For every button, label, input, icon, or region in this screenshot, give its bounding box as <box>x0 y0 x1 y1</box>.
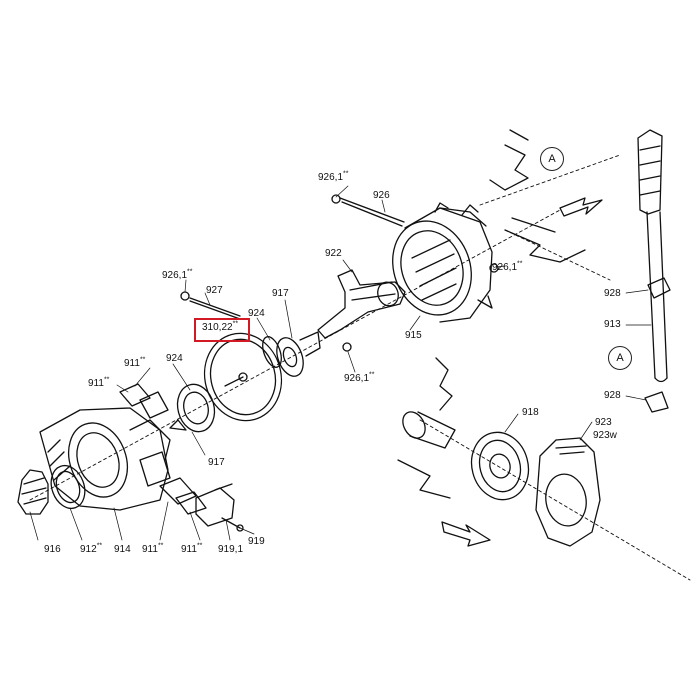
callout-911-a: 911** <box>124 356 146 369</box>
part-913-handle <box>637 129 668 383</box>
part-926-1-nut-bottom <box>342 342 352 352</box>
broken-hose-bottom <box>397 357 456 499</box>
part-927-bolt <box>180 291 241 320</box>
callout-916: 916 <box>44 544 61 555</box>
callout-highlight-box <box>194 318 250 342</box>
callout-928-bottom: 928 <box>604 390 621 401</box>
part-926-1-nut-right <box>489 263 499 273</box>
callout-926-1-bottom: 926,1** <box>344 371 375 384</box>
part-926-bolt <box>331 194 405 227</box>
callout-919-1: 919,1 <box>218 544 244 555</box>
callout-928-top: 928 <box>604 288 621 299</box>
part-922-lever <box>317 269 406 339</box>
part-924-917-plate-mid <box>169 383 216 433</box>
callout-917-top: 917 <box>272 288 289 299</box>
part-919-fitting <box>195 483 244 532</box>
callout-926-1-left: 926,1** <box>162 268 193 281</box>
part-918-wheel <box>470 431 530 501</box>
callout-911-b: 911** <box>88 376 110 389</box>
part-923-nameplate <box>535 437 601 547</box>
part-911-gaskets <box>119 383 207 515</box>
callout-913: 913 <box>604 319 621 330</box>
callout-918: 918 <box>522 407 539 418</box>
callout-310-22: 310,22** <box>202 320 239 333</box>
callout-926-1-right: 926,1** <box>492 260 523 273</box>
flow-arrow-top <box>559 197 603 217</box>
callout-911-c: 911** <box>142 542 164 555</box>
callout-911-d: 911** <box>181 542 203 555</box>
callout-927: 927 <box>206 285 223 296</box>
callout-912: 912** <box>80 542 103 555</box>
callout-919: 919 <box>248 536 265 547</box>
callout-923: 923 <box>595 417 612 428</box>
callout-924-mid: 924 <box>166 353 183 364</box>
callout-926: 926 <box>373 190 390 201</box>
leader-lines <box>29 185 652 541</box>
part-928-clip-bottom <box>644 391 669 413</box>
part-914-housing <box>39 407 171 511</box>
callout-924-top: 924 <box>248 308 265 319</box>
part-912-ring <box>50 464 86 510</box>
callout-917-bottom: 917 <box>208 457 225 468</box>
callout-922: 922 <box>325 248 342 259</box>
part-915-casing <box>392 202 493 323</box>
flow-arrow-bottom <box>441 521 491 547</box>
callout-923w: 923w <box>593 430 617 441</box>
part-928-clip-top <box>647 277 671 299</box>
reference-a-top: A <box>540 147 564 171</box>
part-916-cap <box>17 469 49 515</box>
broken-hose-top <box>489 129 586 263</box>
callout-926-1-top: 926,1** <box>318 170 349 183</box>
part-917-valve-top <box>276 331 321 377</box>
reference-a-mid: A <box>608 346 632 370</box>
part-924-diaphragm-top <box>262 336 282 368</box>
callout-915: 915 <box>405 330 422 341</box>
callout-914: 914 <box>114 544 131 555</box>
